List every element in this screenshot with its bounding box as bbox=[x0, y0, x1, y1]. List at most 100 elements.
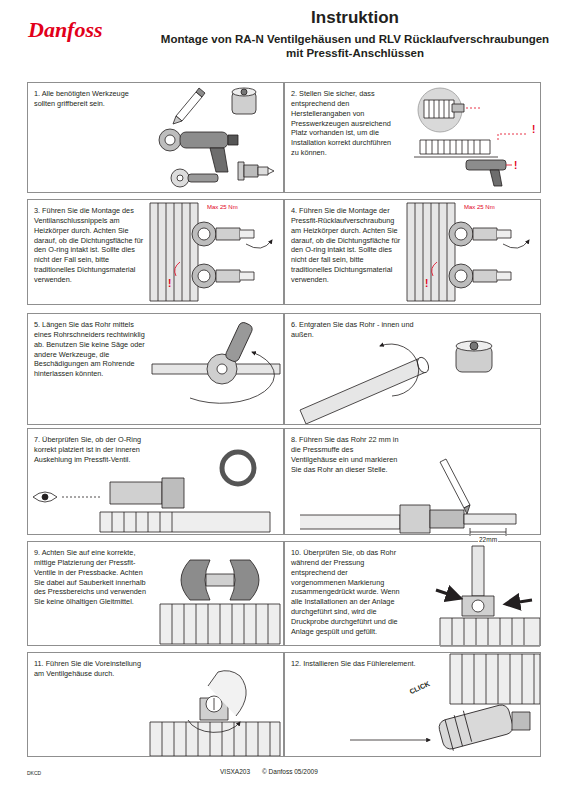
step-panel: 3. Führen Sie die Montage des Ventilansc… bbox=[27, 199, 284, 305]
press-check bbox=[506, 600, 532, 604]
subtitle: Montage von RA-N Ventilgehäusen und RLV … bbox=[160, 32, 550, 61]
warning-mark: ! bbox=[425, 278, 428, 289]
radiator-return-mounting bbox=[407, 203, 529, 301]
torque-note: Max 25 Nm bbox=[206, 204, 239, 211]
step-text: 2. Stellen Sie sicher, dass entsprechend… bbox=[291, 89, 395, 158]
doc-code: DKCD bbox=[27, 771, 41, 777]
copyright: © Danfoss 05/2009 bbox=[262, 768, 318, 775]
step-text: 4. Führen Sie die Montage der Pressfit-R… bbox=[291, 206, 401, 285]
step-text: 8. Führen Sie das Rohr 22 mm in die Pres… bbox=[291, 435, 401, 474]
pipe-marking bbox=[400, 505, 430, 533]
o-ring bbox=[222, 452, 254, 484]
pipe-deburring bbox=[300, 341, 492, 424]
pipe-cutter bbox=[171, 169, 189, 187]
pipe-cutter bbox=[188, 174, 218, 182]
radiator-with-press-tool bbox=[414, 134, 528, 186]
pipe-cutter bbox=[171, 169, 218, 187]
sensor-mounting bbox=[437, 703, 514, 751]
step-text: 11. Führen Sie die Voreinstellung am Ven… bbox=[34, 659, 146, 679]
press-check bbox=[436, 546, 540, 646]
doc-number: VISXA203 bbox=[220, 768, 250, 775]
valve-body bbox=[62, 478, 270, 532]
radiator-valve-mounting bbox=[216, 228, 240, 240]
valve-body bbox=[110, 482, 162, 504]
radiator-valve-mounting bbox=[240, 230, 254, 238]
step-panel: 11. Führen Sie die Voreinstellung am Ven… bbox=[27, 652, 284, 757]
pencil-icon bbox=[173, 116, 182, 124]
press-tool bbox=[159, 129, 181, 151]
radiator-valve-mounting bbox=[246, 240, 272, 248]
warning-mark: ! bbox=[168, 278, 171, 289]
presetting bbox=[208, 671, 246, 716]
sensor-mounting bbox=[450, 654, 540, 704]
radiator-valve-mounting bbox=[198, 270, 210, 282]
press-tool bbox=[228, 135, 238, 145]
valve-body bbox=[162, 478, 184, 508]
warning-mark: ! bbox=[532, 124, 535, 135]
eye-icon bbox=[33, 492, 57, 502]
press-tool bbox=[159, 129, 238, 172]
pipe-cutter bbox=[177, 175, 183, 181]
step-panel: 6. Entgraten Sie das Rohr - innen und au… bbox=[284, 313, 541, 425]
press-tool bbox=[180, 132, 228, 148]
sensor-mounting bbox=[350, 740, 430, 741]
clearance-detail bbox=[418, 88, 480, 132]
clearance-detail bbox=[466, 108, 480, 109]
valve-body bbox=[112, 512, 172, 532]
fitting bbox=[238, 162, 244, 180]
step-text: 10. Überprüfen Sie, ob das Rohr während … bbox=[291, 548, 403, 637]
pipe-deburring bbox=[456, 341, 492, 351]
press-jaw bbox=[206, 574, 234, 586]
pipe-deburring bbox=[470, 342, 478, 350]
press-jaw bbox=[160, 604, 280, 644]
pipe-cutting bbox=[224, 321, 254, 363]
step-text: 5. Längen Sie das Rohr mittels eines Roh… bbox=[34, 320, 146, 379]
o-ring bbox=[222, 452, 254, 484]
press-check bbox=[472, 546, 484, 596]
press-check bbox=[452, 618, 524, 646]
press-tool bbox=[210, 148, 228, 172]
fitting bbox=[268, 168, 274, 174]
illustration bbox=[33, 88, 540, 756]
deburr-tool bbox=[232, 88, 256, 114]
eye-icon bbox=[33, 492, 57, 502]
sensor-mounting bbox=[350, 654, 540, 751]
press-tool bbox=[165, 135, 175, 145]
dimension: 22mm bbox=[478, 536, 498, 543]
radiator-valve-mounting bbox=[158, 203, 190, 301]
radiator-valve-mounting bbox=[240, 272, 254, 280]
press-jaw bbox=[172, 604, 268, 644]
pencil-icon bbox=[176, 92, 202, 121]
valve-body bbox=[62, 497, 102, 498]
step-panel: 4. Führen Sie die Montage der Pressfit-R… bbox=[284, 199, 541, 305]
press-jaw bbox=[160, 560, 280, 644]
pipe-cutting bbox=[152, 321, 280, 403]
pipe-deburring bbox=[380, 344, 419, 396]
valve-body bbox=[100, 512, 270, 532]
step-panel: 10. Überprüfen Sie, ob das Rohr während … bbox=[284, 541, 541, 646]
fitting bbox=[258, 167, 268, 175]
presetting bbox=[214, 698, 215, 710]
press-check bbox=[462, 596, 494, 616]
radiator-with-press-tool bbox=[420, 140, 490, 154]
title: Instruktion bbox=[180, 8, 530, 28]
step-panel: 1. Alle benötigten Werkzeuge sollten gri… bbox=[27, 82, 284, 193]
radiator-with-press-tool bbox=[414, 157, 498, 158]
clearance-detail bbox=[429, 100, 449, 118]
fitting bbox=[244, 165, 258, 177]
step-panel: 12. Installieren Sie das Fühlerelement. bbox=[284, 652, 541, 757]
deburr-tool bbox=[232, 88, 256, 96]
eye-icon bbox=[42, 494, 48, 500]
radiator-with-press-tool bbox=[466, 160, 506, 170]
pipe-marking bbox=[464, 505, 470, 514]
torque-note: Max 25 Nm bbox=[463, 204, 496, 211]
step-panel: 7. Überprüfen Sie, ob der O-Ring korrekt… bbox=[27, 428, 284, 535]
clearance-detail bbox=[452, 104, 464, 112]
press-check bbox=[440, 618, 540, 646]
step-text: 12. Installieren Sie das Fühlerelement. bbox=[291, 659, 421, 669]
pipe-cutting bbox=[190, 352, 274, 403]
step-panel: 5. Längen Sie das Rohr mittels eines Roh… bbox=[27, 313, 284, 425]
press-check bbox=[472, 600, 484, 612]
press-check bbox=[436, 590, 460, 598]
